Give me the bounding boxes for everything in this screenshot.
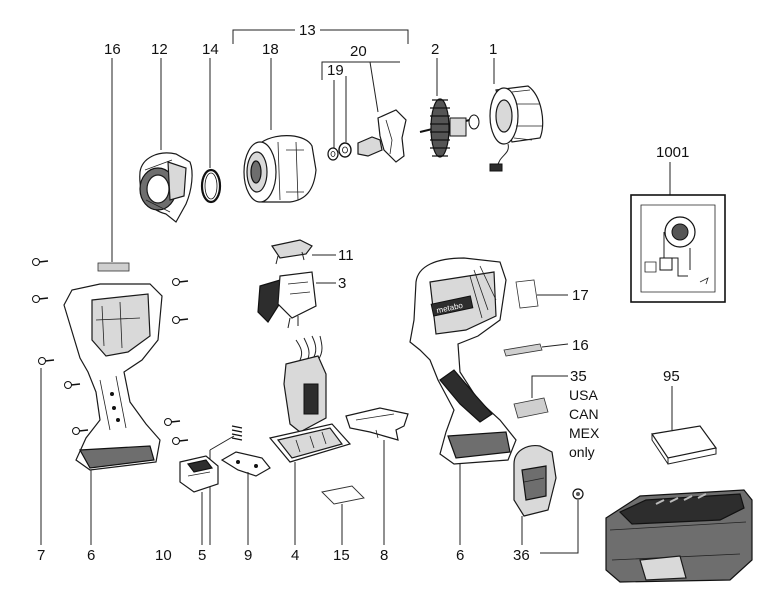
bottom-callouts: 7 6 10 5 9 4 15 8 6 36 <box>37 547 530 564</box>
battery-pack <box>605 489 753 583</box>
callout-18: 18 <box>262 41 279 58</box>
housing-half-left-6 <box>63 283 163 471</box>
callout-6-right: 6 <box>456 547 464 564</box>
callout-20: 20 <box>350 43 367 60</box>
region-usa: USA <box>569 387 598 403</box>
snap-ring-14 <box>200 168 222 204</box>
callout-8: 8 <box>380 547 388 564</box>
callout-36: 36 <box>513 547 530 564</box>
callout-14: 14 <box>202 41 219 58</box>
label-strip-16 <box>97 262 130 272</box>
gear-housing-18 <box>243 135 317 203</box>
switch-lever-11 <box>271 239 313 265</box>
battery-latch-8 <box>345 407 409 441</box>
callout-19: 19 <box>327 62 344 79</box>
callout-3: 3 <box>338 275 346 292</box>
callout-17: 17 <box>572 287 589 304</box>
callout-1: 1 <box>489 41 497 58</box>
callout-95: 95 <box>663 368 680 385</box>
callout-6-left: 6 <box>87 547 95 564</box>
stator-1 <box>489 85 544 172</box>
rotor-2 <box>419 98 480 158</box>
contact-plate-9 <box>220 451 271 477</box>
callout-11: 11 <box>338 247 354 264</box>
connector-5 <box>179 455 219 493</box>
clip-screw-36 <box>572 488 584 500</box>
callout-35: 35 <box>570 368 587 385</box>
front-cover-12 <box>139 152 193 223</box>
region-note: USA CAN MEX only <box>569 387 600 460</box>
callout-15: 15 <box>333 547 350 564</box>
region-only: only <box>569 444 595 460</box>
callout-16-right: 16 <box>572 337 589 354</box>
spring-10 <box>231 425 243 441</box>
label-35 <box>513 397 549 419</box>
washer-19a <box>327 147 339 161</box>
callout-16-top: 16 <box>104 41 121 58</box>
inset-1001 <box>630 194 726 303</box>
region-mex: MEX <box>569 425 600 441</box>
callout-12: 12 <box>151 41 168 58</box>
callout-1001: 1001 <box>656 144 689 161</box>
label-plate-15 <box>321 485 365 505</box>
label-strip-16-right <box>503 343 543 357</box>
callout-4: 4 <box>291 547 299 564</box>
callout-5: 5 <box>198 547 206 564</box>
switch-3 <box>257 271 317 329</box>
callout-7: 7 <box>37 547 45 564</box>
callout-10: 10 <box>155 547 172 564</box>
belt-clip-36 <box>513 445 557 517</box>
callout-13: 13 <box>299 22 316 39</box>
label-17 <box>515 279 539 309</box>
region-can: CAN <box>569 406 599 422</box>
screws-7 <box>32 258 189 445</box>
callout-2: 2 <box>431 41 439 58</box>
housing-half-right-6: metabo <box>409 257 517 465</box>
washer-19b <box>338 142 352 158</box>
group-bracket-13: 13 <box>232 22 409 44</box>
battery-cover-95 <box>650 425 718 465</box>
control-board-4 <box>268 335 352 463</box>
spindle-20 <box>357 109 407 163</box>
callout-9: 9 <box>244 547 252 564</box>
